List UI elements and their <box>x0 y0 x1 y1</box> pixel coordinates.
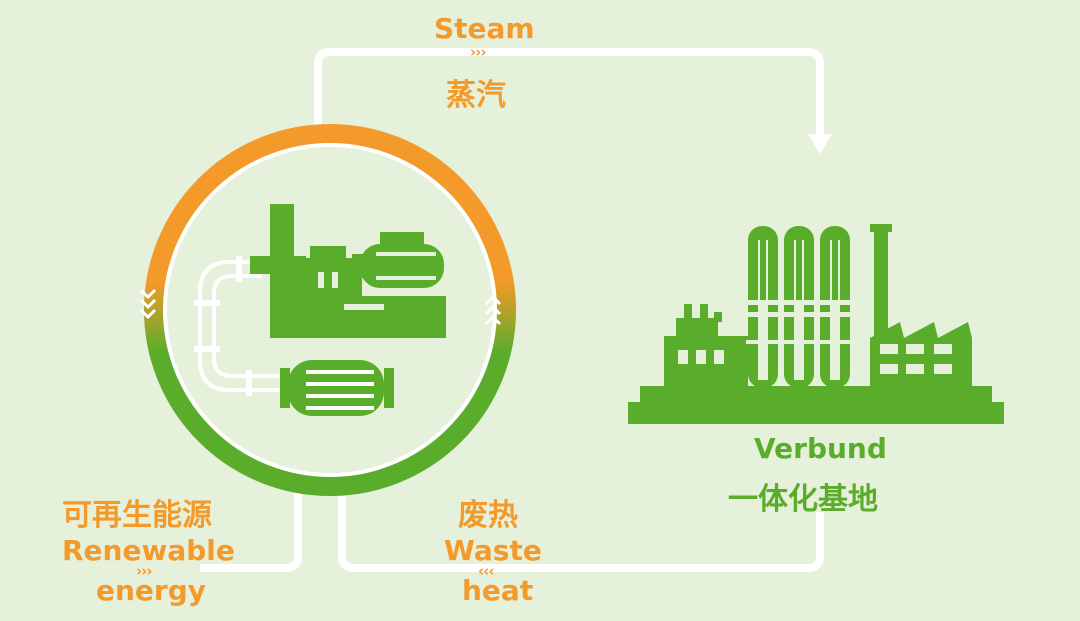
steam-label-zh: 蒸汽 <box>446 78 506 113</box>
chevron-up-icon <box>484 294 502 326</box>
waste-heat-label-en-line1: Waste <box>444 534 542 567</box>
waste-heat-label-en-line2: heat <box>462 574 534 607</box>
renewable-label-zh: 可再生能源 <box>62 498 212 533</box>
verbund-label-zh: 一体化基地 <box>728 482 878 517</box>
renewable-label-en-line1: Renewable <box>62 534 235 567</box>
steam-flow-arrow <box>314 48 832 154</box>
waste-heat-label-zh: 废热 <box>458 498 518 533</box>
chevron-down-icon <box>139 288 157 320</box>
renewable-label-en-line2: energy <box>96 574 207 607</box>
verbund-label-en: Verbund <box>754 432 887 465</box>
steam-label-en: Steam <box>434 12 535 45</box>
factory-details <box>678 240 952 380</box>
renewable-chevron-icon: ››› <box>136 562 153 580</box>
tower-accent <box>760 240 838 300</box>
heat-pump-machine-icon <box>194 204 446 416</box>
steam-chevron-icon: ››› <box>470 43 487 61</box>
factory-icon <box>628 224 1004 424</box>
waste-heat-chevron-icon: ‹‹‹ <box>478 562 495 580</box>
